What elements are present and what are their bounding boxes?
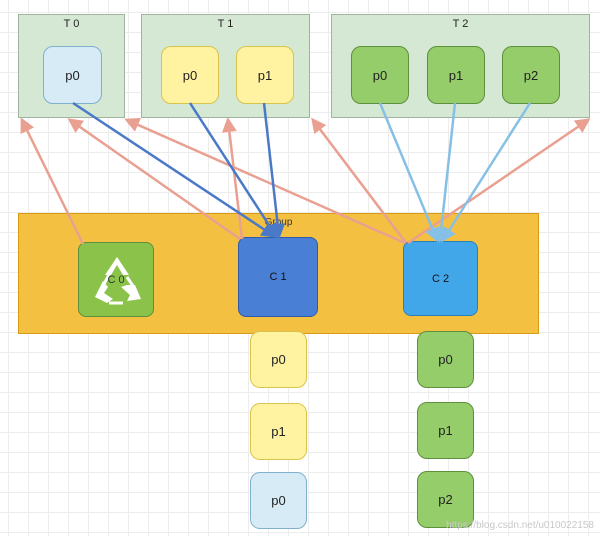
consumer-c2: C 2 xyxy=(403,241,478,316)
c2-assigned-p1: p1 xyxy=(417,402,474,459)
topic-t2-label: T 2 xyxy=(452,18,469,30)
t2-partition-p0: p0 xyxy=(351,46,409,104)
c1-assigned-p0-t0: p0 xyxy=(250,472,307,529)
topic-t2: T 2 p0 p1 p2 xyxy=(331,14,590,118)
c2-assigned-p2: p2 xyxy=(417,471,474,528)
consumer-c2-label: C 2 xyxy=(431,272,450,285)
recycle-icon xyxy=(95,257,141,305)
c2-assigned-p0: p0 xyxy=(417,331,474,388)
topic-t0-label: T 0 xyxy=(63,18,80,30)
t1-partition-p1: p1 xyxy=(236,46,294,104)
consumer-c0: C 0 xyxy=(78,242,154,317)
consumer-c1: C 1 xyxy=(238,237,318,317)
consumer-c1-label: C 1 xyxy=(269,271,287,283)
group-label: Group xyxy=(264,217,293,228)
t0-partition-p0: p0 xyxy=(43,46,102,104)
t2-partition-p2: p2 xyxy=(502,46,560,104)
c1-assigned-p1: p1 xyxy=(250,403,307,460)
topic-t0: T 0 p0 xyxy=(18,14,125,118)
c1-assigned-p0: p0 xyxy=(250,331,307,388)
t1-partition-p0: p0 xyxy=(161,46,219,104)
consumer-c0-label: C 0 xyxy=(107,273,125,286)
topic-t1: T 1 p0 p1 xyxy=(141,14,310,118)
topic-t1-label: T 1 xyxy=(217,18,234,30)
t2-partition-p1: p1 xyxy=(427,46,485,104)
watermark: https://blog.csdn.net/u010022158 xyxy=(446,520,594,531)
